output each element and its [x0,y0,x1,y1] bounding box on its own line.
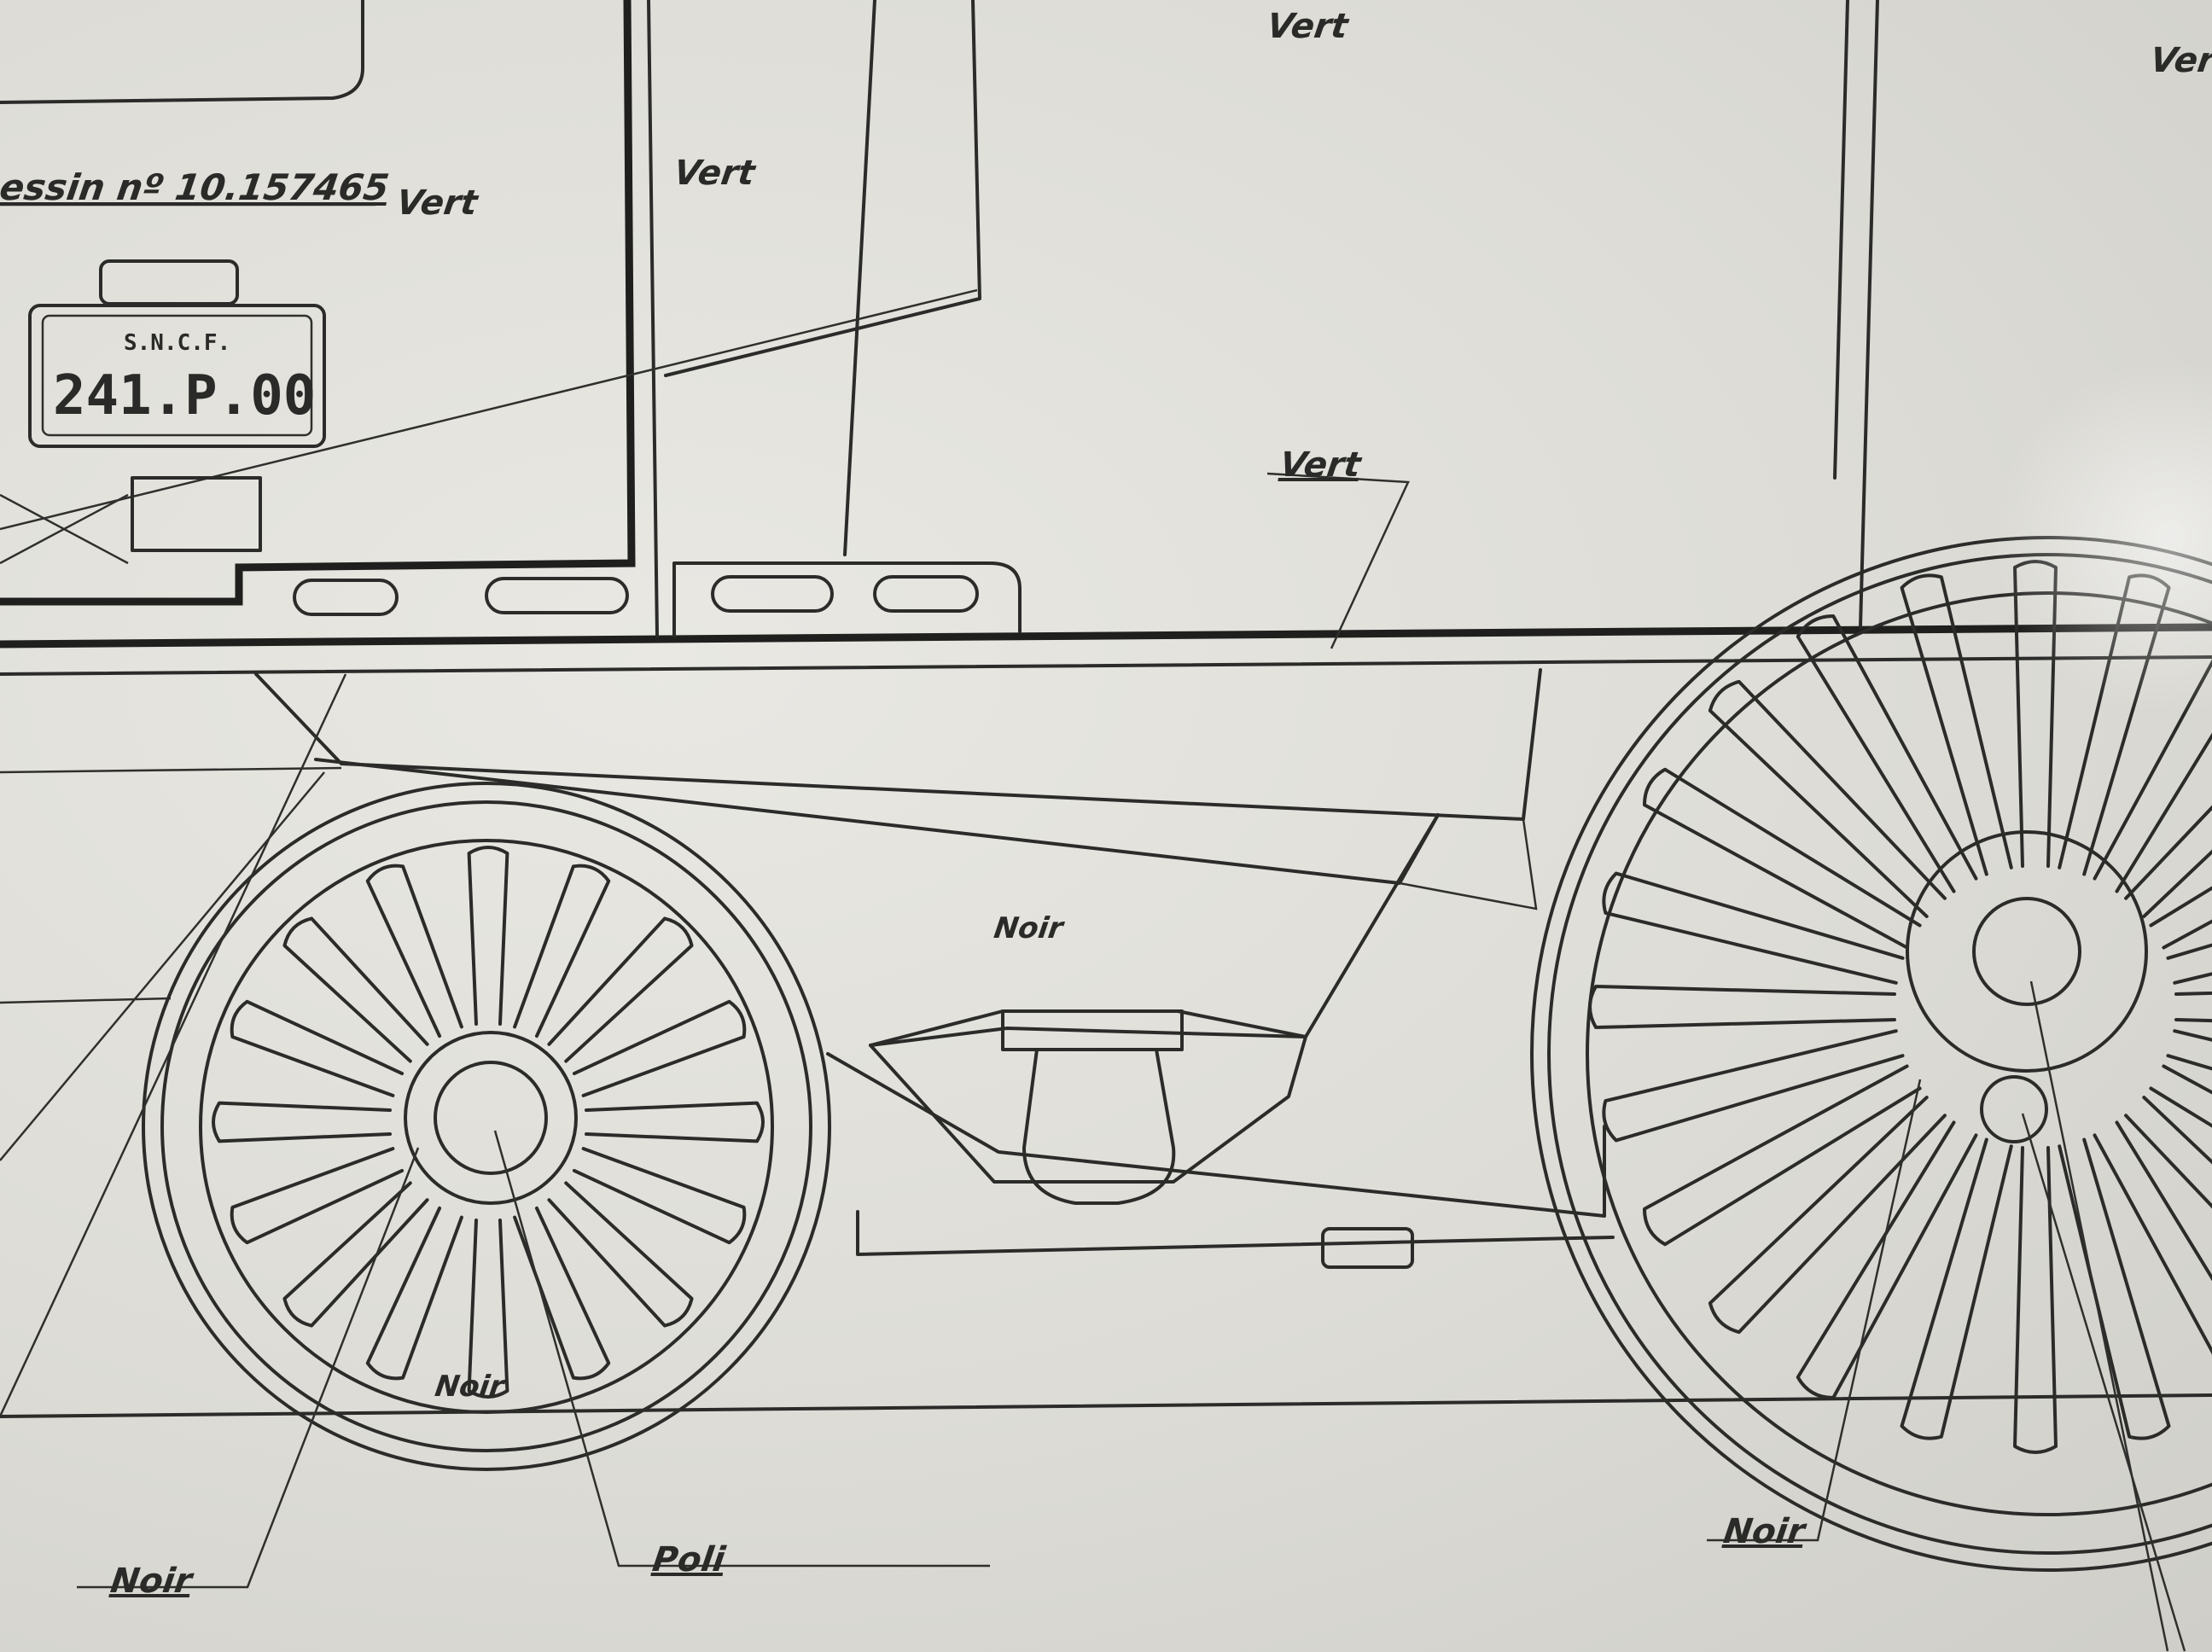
label-noir-bottom-right: Noir [1720,1512,1807,1551]
wheel-spoke [467,846,509,1026]
label-vert-top: Vert [1264,7,1351,46]
wheel-spoke [1796,1120,1978,1400]
frame-slot-3 [711,575,834,613]
leader-noir-right [1707,1079,1922,1542]
label-vert-cab: Vert [671,154,758,193]
frame-slot-4 [873,575,979,613]
firebox-line [1859,0,1879,629]
wheel-spoke [1708,679,1947,918]
label-poli: Poli [649,1540,728,1579]
leader-axle [2029,980,2169,1652]
wheel-spoke [1588,985,1896,1029]
firebox-line-2 [1833,0,1849,480]
wheel-spoke [2174,991,2212,1023]
frame-plate-mid [314,758,1440,885]
wheel-spoke [1796,614,1978,893]
cab-post [647,0,659,637]
wheel-spoke [1602,871,1905,985]
wheel-spoke [230,1147,405,1245]
running-board-line [0,623,2212,649]
wheel-spoke [2093,1120,2212,1355]
spring-hanger [1022,1048,1176,1205]
frame-bottom-rail [856,1210,1615,1256]
wheel-spoke [572,999,747,1097]
leader-crank [2021,1113,2186,1652]
step-bracket [672,561,1022,637]
leader-noir-left [77,1147,420,1589]
bogie-wheel [142,782,831,1471]
wheel-spoke [365,864,463,1038]
wheel-spoke [2058,1137,2171,1440]
wheel-spoke [513,1206,611,1381]
wheel-spoke [282,1181,429,1328]
wheel-spoke [572,1147,747,1245]
frame-plate-lower [869,813,1440,1047]
wheel-spoke [1708,1096,1947,1335]
leader-diagonal [0,288,978,531]
frame-plate-upper [254,668,1542,821]
wheel-spoke [1642,1064,1922,1247]
label-vert-frame: Vert [1277,445,1364,485]
leader-diagonal-left [0,673,347,1417]
rail-line [0,1393,2212,1418]
label-noir-bottom-left: Noir [108,1562,195,1601]
guide-line-2 [0,997,172,1004]
plate-number: 241.P.00 [53,364,316,428]
wheel-spoke [2013,1146,2058,1454]
wheel-spoke [513,864,611,1038]
wheel-spoke [230,999,405,1097]
running-board-lower-line [0,655,2212,676]
leader-diagonal-left-2 [0,771,325,1161]
sand-box [1321,1227,1414,1269]
leader-vert-frame [1266,472,1410,649]
wheel-spoke [2166,943,2212,985]
number-plate: S.N.C.F. 241.P.00 [28,259,326,448]
cab-window [0,0,364,104]
label-noir-wheel: Noir [433,1370,507,1404]
wheel-spoke [282,916,429,1063]
frame-bottom [826,1052,1606,1218]
frame-slot-1 [293,579,399,616]
axle-box-cap [1001,1009,1184,1051]
wheel-spoke [2166,1029,2212,1071]
wheel-spoke [365,1206,463,1381]
lamp-bracket [131,476,262,552]
wheel-spoke [467,1219,509,1399]
crossed-lines [0,493,129,565]
wheel-spoke [1900,1137,2013,1440]
wheel-spoke [1900,573,2013,876]
wheel-spoke [212,1101,392,1143]
frame-plate-edge [1399,818,1538,910]
frame-slot-2 [485,577,629,614]
leader-poli [493,1130,990,1568]
wheel-spoke [547,1181,694,1328]
wheel-spoke [1602,1029,1905,1143]
drawing-number-label: essin nº 10.157465 [0,166,392,208]
cab-rear-edge [843,0,876,556]
wheel-spoke [585,1101,765,1143]
tender-edge [664,0,981,377]
wheel-spoke [1642,767,1922,950]
label-noir-frame: Noir [992,911,1066,945]
label-vert-title: Vert [393,183,480,223]
plate-company: S.N.C.F. [124,330,230,356]
wheel-spoke [547,916,694,1063]
label-vert-right: Vert [2147,41,2212,80]
cab-outline [0,0,636,606]
guide-line [0,766,342,774]
